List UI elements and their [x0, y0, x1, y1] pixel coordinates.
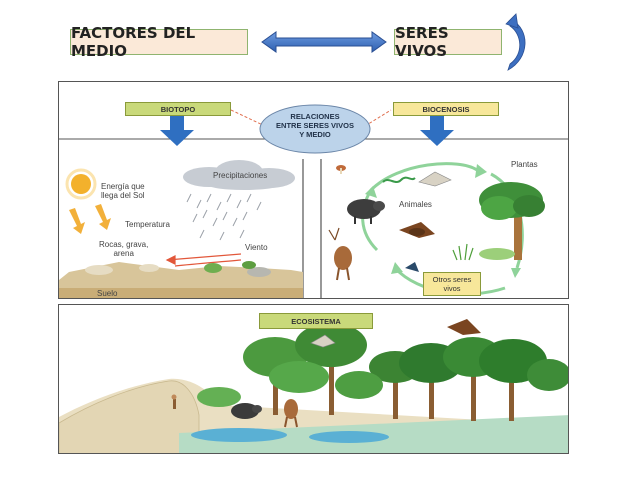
factores-del-medio-label: FACTORES DEL MEDIO [70, 24, 248, 60]
relaciones-panel: BIOTOPO BIOCENOSIS RELACIONES ENTRE SERE… [58, 81, 569, 299]
eagle-icon [399, 222, 435, 238]
energia-label: Energía que llega del Sol [101, 182, 145, 200]
person-icon [171, 394, 177, 409]
wind-arrows-icon [165, 253, 242, 267]
otros-line-2: vivos [443, 284, 461, 293]
boar-icon [231, 403, 262, 419]
boar-icon [347, 199, 385, 224]
bird-flying-icon [310, 334, 336, 348]
precipitaciones-label: Precipitaciones [213, 171, 268, 180]
cycle-arrow-icon [507, 19, 526, 71]
rocas-label: Rocas, grava, arena [99, 240, 148, 258]
dune-icon [59, 380, 200, 453]
header-arrows [261, 13, 526, 71]
seres-vivos-label: SERES VIVOS [394, 24, 502, 60]
ecosistema-panel: ECOSISTEMA [58, 304, 569, 454]
eagle-icon [447, 319, 481, 335]
grass-icon [452, 243, 474, 261]
relaciones-line-3: Y MEDIO [299, 130, 331, 139]
biotopo-down-arrow-icon [160, 116, 194, 146]
otros-line-1: Otros seres [432, 275, 472, 284]
rain-icon [186, 193, 262, 241]
deer-icon [328, 227, 352, 281]
rocas-line-2: arena [113, 249, 134, 258]
plantas-label: Plantas [511, 160, 538, 169]
energia-line-2: llega del Sol [101, 191, 145, 200]
ecosistema-label: ECOSISTEMA [259, 313, 373, 329]
animales-label: Animales [399, 200, 432, 209]
double-arrow-icon [261, 31, 387, 53]
cloud-icon [183, 160, 295, 190]
viento-label: Viento [245, 243, 268, 252]
rocas-line-1: Rocas, grava, [99, 240, 149, 249]
biocenosis-label: BIOCENOSIS [393, 102, 499, 116]
energia-line-1: Energía que [101, 182, 145, 191]
ground-icon [59, 261, 303, 298]
mushroom-icon [336, 165, 346, 174]
deer-icon [284, 399, 298, 428]
snake-icon [382, 176, 416, 183]
biotopo-label: BIOTOPO [125, 102, 231, 116]
tree-icon [479, 182, 545, 260]
sun-icon [65, 168, 97, 200]
suelo-label: Suelo [97, 289, 118, 298]
relaciones-line-1: RELACIONES [290, 112, 340, 121]
temperatura-label: Temperatura [125, 220, 170, 229]
water-icon [191, 428, 287, 442]
relaciones-line-2: ENTRE SERES VIVOS [276, 121, 354, 130]
ecosistema-scene [59, 319, 568, 453]
biocenosis-down-arrow-icon [420, 116, 454, 146]
bird-flying-icon [418, 171, 452, 187]
relaciones-scene [59, 104, 568, 298]
forest-icon [197, 323, 568, 421]
heat-arrows-icon [69, 204, 111, 234]
small-bird-icon [405, 262, 419, 272]
relaciones-text: RELACIONES ENTRE SERES VIVOS Y MEDIO [260, 112, 370, 139]
relaciones-ellipse [259, 104, 371, 154]
otros-seres-vivos-label: Otros seres vivos [423, 272, 481, 296]
